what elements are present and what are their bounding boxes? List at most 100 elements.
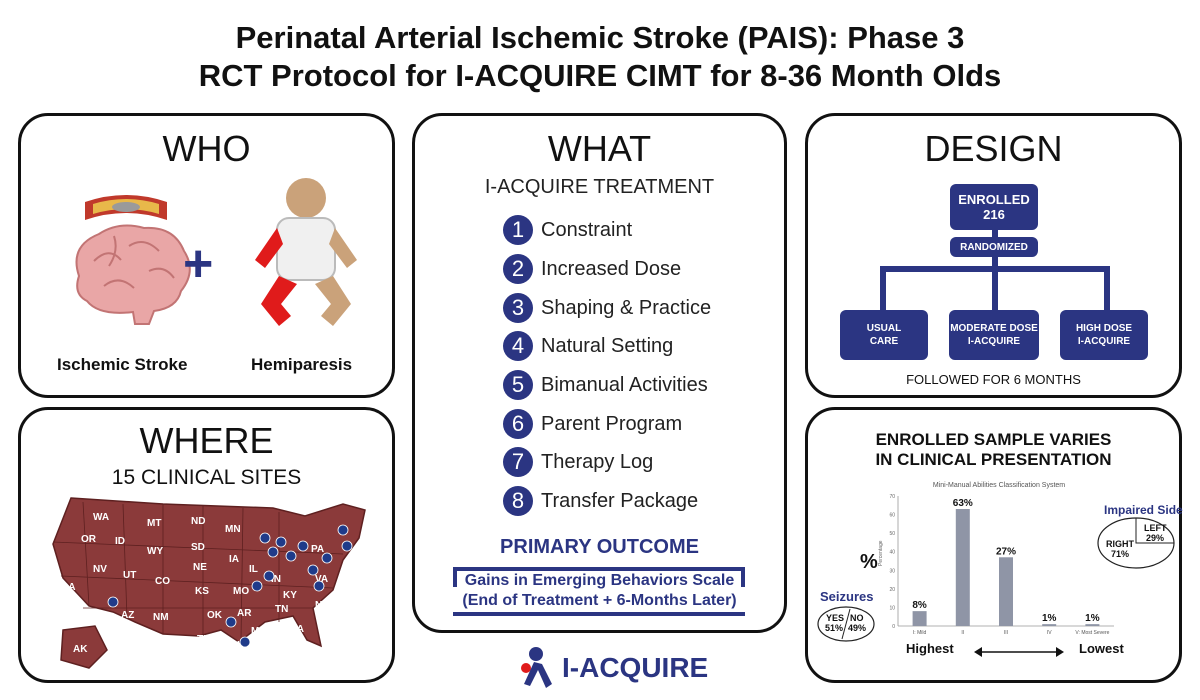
what-heading: WHAT — [547, 128, 652, 169]
state-label: KS — [195, 586, 209, 597]
impaired-side-oval-icon — [1097, 517, 1175, 569]
highest-label: Highest — [906, 641, 954, 656]
x-tick-label: V: Most Severe — [1075, 630, 1109, 636]
site-marker-icon — [321, 552, 333, 564]
sample-panel: ENROLLED SAMPLE VARIES IN CLINICAL PRESE… — [805, 407, 1183, 683]
step-number: 4 — [503, 331, 533, 361]
seizures-yes-pct: 51% — [825, 623, 844, 633]
outcome-bracket-left — [453, 567, 457, 587]
arm-label: MODERATE DOSE — [950, 323, 1038, 334]
state-label: WY — [147, 546, 163, 557]
state-label: MS — [251, 626, 266, 637]
site-marker-icon — [259, 532, 271, 544]
design-heading: DESIGN — [924, 128, 1063, 169]
state-label: TN — [275, 604, 288, 615]
bar-data-label: 27% — [996, 546, 1016, 557]
seizures-oval-icon — [817, 606, 875, 642]
arm-label: CARE — [869, 336, 899, 347]
bar — [1085, 624, 1100, 626]
what-panel: WHAT I-ACQUIRE TREATMENT 1 Constraint 2 … — [412, 113, 787, 633]
y-tick-label: 70 — [889, 494, 895, 500]
state-label: FL — [315, 654, 327, 665]
x-tick-label: IV — [1047, 630, 1052, 636]
x-tick-label: I: Mild — [913, 630, 927, 636]
arm-moderate-dose-box: MODERATE DOSE I-ACQUIRE — [949, 310, 1039, 360]
arm-high-dose-box: HIGH DOSE I-ACQUIRE — [1060, 310, 1148, 360]
main-title-line1: Perinatal Arterial Ischemic Stroke (PAIS… — [235, 20, 965, 55]
bar-data-label: 1% — [1085, 613, 1100, 624]
flow-line — [992, 257, 998, 269]
state-label: CO — [155, 576, 170, 587]
y-tick-label: 10 — [889, 605, 895, 611]
brain-icon — [75, 224, 191, 325]
y-tick-label: 40 — [889, 550, 895, 556]
flow-line — [992, 230, 998, 238]
state-label: NC — [315, 600, 329, 611]
sample-title-line1: ENROLLED SAMPLE VARIES — [875, 430, 1112, 449]
state-label: NE — [193, 562, 207, 573]
step-number: 5 — [503, 370, 533, 400]
i-acquire-logo-icon — [521, 647, 552, 688]
chart-title: Mini-Manual Abilities Classification Sys… — [933, 482, 1065, 489]
outcome-bracket-bottom — [453, 612, 745, 616]
state-label: IA — [229, 554, 239, 565]
y-tick-label: 30 — [889, 568, 895, 574]
enrolled-label: ENROLLED — [958, 192, 1030, 207]
impaired-left: LEFT — [1144, 523, 1167, 533]
state-label: CA — [61, 582, 75, 593]
severity-arrow-icon — [974, 647, 1064, 657]
site-marker-icon — [307, 564, 319, 576]
y-tick-label: 20 — [889, 587, 895, 593]
step-label: Shaping & Practice — [541, 297, 712, 319]
site-marker-icon — [107, 596, 119, 608]
who-panel: WHO + Ischemic Stroke Hemiparesis — [18, 113, 395, 398]
design-panel: DESIGN ENROLLED 216 RANDOMIZED USUAL CAR… — [805, 113, 1182, 398]
state-label: NV — [93, 564, 107, 575]
lowest-label: Lowest — [1079, 641, 1124, 656]
percent-symbol: % — [860, 551, 878, 573]
where-subtitle: 15 CLINICAL SITES — [111, 466, 302, 489]
impaired-right: RIGHT — [1106, 539, 1134, 549]
mmacs-chart: Mini-Manual Abilities Classification Sys… — [878, 482, 1114, 636]
step-number: 2 — [503, 254, 533, 284]
arm-label: I-ACQUIRE — [967, 336, 1021, 347]
where-panel: WHERE 15 CLINICAL SITES WA OR ID MT ND M… — [18, 407, 395, 683]
baby-icon — [255, 178, 357, 326]
step-number: 6 — [503, 409, 533, 439]
site-marker-icon — [297, 540, 309, 552]
state-label: OR — [81, 534, 97, 545]
x-tick-label: II — [961, 630, 964, 636]
primary-outcome-heading: PRIMARY OUTCOME — [500, 536, 699, 558]
state-label: AK — [73, 644, 88, 655]
enrolled-count: 216 — [983, 207, 1005, 222]
step-label: Bimanual Activities — [541, 374, 708, 396]
site-marker-icon — [239, 636, 251, 648]
state-label: MT — [147, 518, 161, 529]
design-footer: FOLLOWED FOR 6 MONTHS — [906, 372, 1081, 387]
who-heading: WHO — [162, 128, 251, 169]
arm-label: USUAL — [866, 323, 902, 334]
randomized-box: RANDOMIZED — [950, 237, 1038, 257]
where-heading: WHERE — [139, 420, 274, 461]
state-label: OK — [207, 610, 223, 621]
state-label: MO — [233, 586, 249, 597]
state-label: PA — [311, 544, 324, 555]
site-marker-icon — [275, 536, 287, 548]
step-number: 8 — [503, 486, 533, 516]
what-subtitle: I-ACQUIRE TREATMENT — [484, 176, 715, 198]
step-number: 3 — [503, 293, 533, 323]
step-number: 7 — [503, 447, 533, 477]
bar — [1042, 624, 1057, 626]
sample-title-line2: IN CLINICAL PRESENTATION — [875, 450, 1112, 469]
arm-label: I-ACQUIRE — [1077, 336, 1131, 347]
bar-data-label: 1% — [1042, 613, 1057, 624]
flow-line — [1104, 266, 1110, 312]
chart-ylabel: Percentage — [878, 540, 884, 566]
state-label: AR — [237, 608, 252, 619]
site-marker-icon — [337, 524, 349, 536]
site-markers — [107, 524, 353, 648]
outcome-line1: Gains in Emerging Behaviors Scale — [464, 572, 735, 589]
state-label: IL — [249, 564, 258, 575]
state-label: AZ — [121, 610, 134, 621]
flow-line — [992, 266, 998, 312]
